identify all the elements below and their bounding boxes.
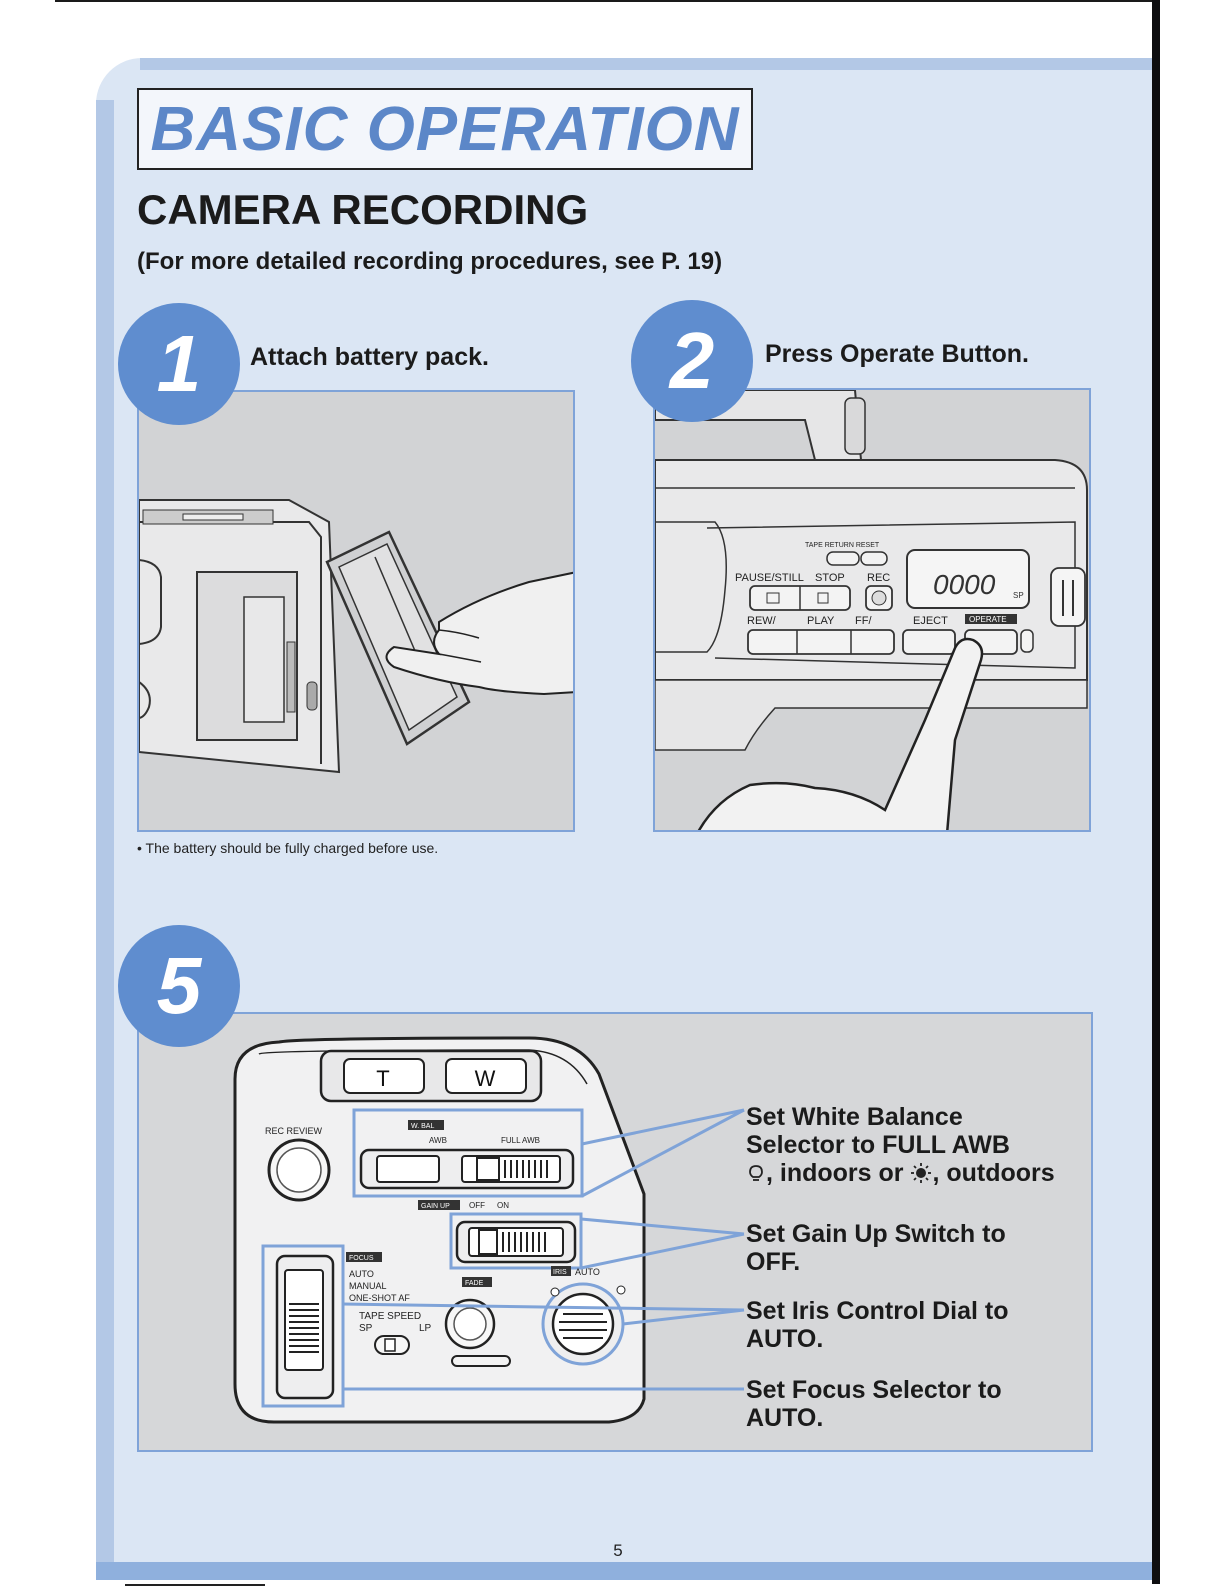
iris-auto-label: AUTO xyxy=(575,1267,600,1277)
step-2-number: 2 xyxy=(669,316,715,405)
tape-speed-lp-label: LP xyxy=(419,1323,432,1334)
camera-controls-illustration: T W REC REVIEW W. BAL AWB FULL AWB GAIN … xyxy=(233,1036,745,1424)
w-bal-label: W. BAL xyxy=(411,1123,434,1130)
operate-panel-illustration: TAPE RETURN RESET PAUSE/STILL STOP REC 0… xyxy=(655,390,1088,830)
tape-counter: 0000 xyxy=(933,569,996,600)
gain-up-line-1: Set Gain Up Switch to xyxy=(746,1220,1006,1248)
page-edge xyxy=(1152,0,1160,1584)
title-box: BASIC OPERATION xyxy=(137,88,753,170)
focus-auto-label: AUTO xyxy=(349,1269,374,1279)
step-5-badge: 5 xyxy=(118,925,240,1047)
sun-icon xyxy=(911,1163,932,1183)
focus-callout: Set Focus Selector to AUTO. xyxy=(746,1376,1002,1432)
stop-label: STOP xyxy=(815,572,845,584)
white-balance-outdoors-text: , outdoors xyxy=(932,1159,1055,1187)
step-1-badge: 1 xyxy=(118,303,240,425)
battery-attach-illustration xyxy=(139,499,573,774)
zoom-wide-label: W xyxy=(475,1066,496,1091)
step-1-illustration xyxy=(137,390,575,832)
iris-label: IRIS xyxy=(553,1269,567,1276)
iris-callout: Set Iris Control Dial to AUTO. xyxy=(746,1297,1009,1353)
counter-sp-label: SP xyxy=(1013,591,1024,600)
iris-line-2: AUTO. xyxy=(746,1325,824,1353)
pause-still-label: PAUSE/STILL xyxy=(735,572,804,584)
rec-label: REC xyxy=(867,572,890,584)
step-1-number: 1 xyxy=(156,319,202,408)
bulb-icon xyxy=(749,1165,763,1181)
focus-manual-label: MANUAL xyxy=(349,1281,387,1291)
focus-line-2: AUTO. xyxy=(746,1404,824,1432)
step-2-label: Press Operate Button. xyxy=(765,340,1029,368)
gain-up-callout: Set Gain Up Switch to OFF. xyxy=(746,1220,1006,1276)
focus-line-1: Set Focus Selector to xyxy=(746,1376,1002,1404)
top-rule xyxy=(55,0,1155,2)
white-balance-callout: Set White Balance Selector to FULL AWB ,… xyxy=(746,1103,1055,1187)
iris-line-1: Set Iris Control Dial to xyxy=(746,1297,1009,1325)
gain-up-label: GAIN UP xyxy=(421,1203,450,1210)
tape-speed-sp-label: SP xyxy=(359,1323,373,1334)
step-5-number: 5 xyxy=(156,941,202,1030)
step-2-illustration: TAPE RETURN RESET PAUSE/STILL STOP REC 0… xyxy=(653,388,1091,832)
page-bottom-band xyxy=(96,1562,1156,1580)
focus-one-shot-label: ONE-SHOT AF xyxy=(349,1293,410,1303)
rec-review-label: REC REVIEW xyxy=(265,1126,323,1136)
tape-speed-label: TAPE SPEED xyxy=(359,1311,421,1322)
zoom-tele-label: T xyxy=(376,1066,389,1091)
section-heading: CAMERA RECORDING xyxy=(137,186,589,233)
white-balance-line-1: Set White Balance xyxy=(746,1103,963,1131)
gain-on-label: ON xyxy=(497,1201,509,1210)
page-title: BASIC OPERATION xyxy=(150,95,740,164)
awb-label: AWB xyxy=(429,1136,447,1145)
play-label: PLAY xyxy=(807,615,835,627)
step-5-illustration: T W REC REVIEW W. BAL AWB FULL AWB GAIN … xyxy=(137,1012,1093,1452)
ff-label: FF/ xyxy=(855,615,872,627)
page-left-band xyxy=(96,100,114,1580)
rew-label: REW/ xyxy=(747,615,777,627)
step-1-label: Attach battery pack. xyxy=(250,343,489,371)
section-subheading: (For more detailed recording procedures,… xyxy=(137,248,723,275)
eject-label: EJECT xyxy=(913,615,948,627)
white-balance-line-3: , indoors or , outdoors xyxy=(746,1159,1055,1187)
gain-off-label: OFF xyxy=(469,1201,485,1210)
fade-label: FADE xyxy=(465,1280,484,1287)
gain-up-line-2: OFF. xyxy=(746,1248,801,1276)
focus-label: FOCUS xyxy=(349,1255,374,1262)
battery-note: • The battery should be fully charged be… xyxy=(137,840,439,856)
full-awb-label: FULL AWB xyxy=(501,1136,540,1145)
white-balance-line-2: Selector to FULL AWB xyxy=(746,1131,1010,1159)
operate-label: OPERATE xyxy=(969,615,1007,624)
step-2-badge: 2 xyxy=(631,300,753,422)
page-number: 5 xyxy=(613,1541,623,1560)
white-balance-indoors-text: , indoors or xyxy=(766,1159,904,1187)
tape-return-reset-label: TAPE RETURN RESET xyxy=(805,542,880,549)
page-top-band xyxy=(140,58,1156,70)
